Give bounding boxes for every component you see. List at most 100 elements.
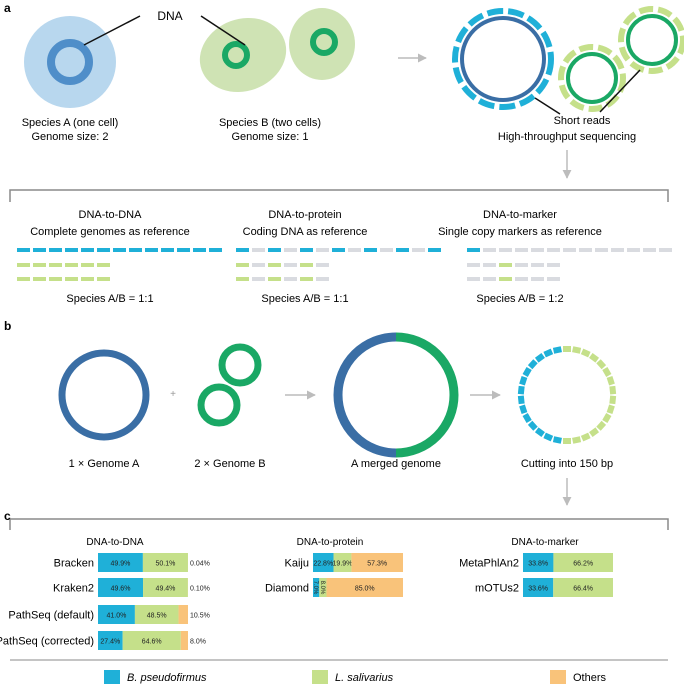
read-segment xyxy=(483,263,496,267)
read-segment xyxy=(316,277,329,281)
read-segment xyxy=(65,263,78,267)
read-segment xyxy=(113,248,126,252)
read-fragment xyxy=(534,427,545,437)
bar-segment xyxy=(553,553,613,572)
method-marker-ratio: Species A/B = 1:2 xyxy=(476,293,563,305)
read-fragment xyxy=(534,353,545,363)
bar-segment xyxy=(180,631,188,650)
bar-segment xyxy=(98,578,144,597)
species-a-cell xyxy=(24,16,116,108)
bar-segment xyxy=(326,578,403,597)
read-segment xyxy=(483,277,496,281)
read-segment xyxy=(81,263,94,267)
read-segment xyxy=(412,248,425,252)
bar-name: PathSeq (default) xyxy=(8,610,94,622)
dna-pointer-lines xyxy=(83,15,246,46)
read-segment xyxy=(428,248,441,252)
bar-name: Kaiju xyxy=(285,558,309,570)
read-segment xyxy=(531,263,544,267)
read-segment xyxy=(49,263,62,267)
read-segment xyxy=(547,263,560,267)
method-protein-title: DNA-to-protein xyxy=(268,209,341,221)
read-segment xyxy=(97,277,110,281)
legend-label-l-salivarius: L. salivarius xyxy=(335,672,394,684)
read-segment xyxy=(33,263,46,267)
read-segment xyxy=(252,263,265,267)
bar-value-label: 0.10% xyxy=(190,586,210,593)
read-alignment-rows xyxy=(17,248,672,281)
read-fragment xyxy=(519,376,528,386)
read-segment xyxy=(33,248,46,252)
read-segment xyxy=(284,263,297,267)
genome-b-rings xyxy=(197,343,262,427)
read-segment xyxy=(467,248,480,252)
bar-value-label: 10.5% xyxy=(190,613,210,620)
read-segment xyxy=(236,277,249,281)
bar-name: PathSeq (corrected) xyxy=(0,636,94,648)
dna-label: DNA xyxy=(157,9,182,23)
read-segment xyxy=(643,248,656,252)
bar-value-label: 85.0% xyxy=(355,586,375,593)
read-segment xyxy=(531,277,544,281)
read-fragment xyxy=(527,420,538,431)
bar-value-label: 50.1% xyxy=(155,561,175,568)
method-marker-subtitle: Single copy markers as reference xyxy=(438,226,602,238)
sequenced-genomes xyxy=(452,6,684,112)
bar-value-label: 49.4% xyxy=(156,586,176,593)
read-fragment xyxy=(609,385,617,395)
read-fragment xyxy=(563,438,571,444)
bar-segment xyxy=(351,553,403,572)
bar-value-label: 7.0% xyxy=(312,581,318,595)
read-segment xyxy=(81,248,94,252)
read-segment xyxy=(499,263,512,267)
read-fragment xyxy=(606,404,615,414)
read-segment xyxy=(268,248,281,252)
bar-segment xyxy=(98,605,135,624)
bar-segment xyxy=(313,578,320,597)
read-segment xyxy=(17,277,30,281)
read-fragment xyxy=(602,367,612,377)
read-fragment xyxy=(522,413,532,423)
bar-segment xyxy=(319,578,327,597)
bar-segment xyxy=(98,631,123,650)
bar-value-label: 41.0% xyxy=(107,613,127,620)
method-dna-ratio: Species A/B = 1:1 xyxy=(66,293,153,305)
read-segment xyxy=(579,248,592,252)
bar-value-label: 33.6% xyxy=(528,586,548,593)
bar-segment xyxy=(313,553,334,572)
read-segment xyxy=(129,248,142,252)
read-segment xyxy=(252,277,265,281)
method-protein-subtitle: Coding DNA as reference xyxy=(243,226,368,238)
short-reads-label: Short reads xyxy=(554,115,611,127)
read-segment xyxy=(467,263,480,267)
read-segment xyxy=(65,277,78,281)
group-marker-title: DNA-to-marker xyxy=(511,537,579,548)
read-segment xyxy=(396,248,409,252)
group-protein-title: DNA-to-protein xyxy=(297,537,364,548)
read-segment xyxy=(515,248,528,252)
panel-b-label: b xyxy=(4,319,11,333)
genome-b-caption: 2 × Genome B xyxy=(194,458,265,470)
read-segment xyxy=(65,248,78,252)
legend-label-others: Others xyxy=(573,672,607,684)
read-segment xyxy=(332,248,345,252)
read-segment xyxy=(316,248,329,252)
bar-segment xyxy=(178,605,188,624)
read-fragment xyxy=(563,346,571,352)
read-fragment xyxy=(596,420,607,431)
read-segment xyxy=(145,248,158,252)
read-segment xyxy=(97,263,110,267)
species-a-genome xyxy=(47,39,93,85)
method-protein-ratio: Species A/B = 1:1 xyxy=(261,293,348,305)
short-reads-pointers xyxy=(534,69,641,115)
bar-value-label: 33.8% xyxy=(528,561,548,568)
read-segment xyxy=(209,248,222,252)
cutting-caption: Cutting into 150 bp xyxy=(521,458,613,470)
read-segment xyxy=(316,263,329,267)
bar-value-label: 0.04% xyxy=(190,561,210,568)
read-segment xyxy=(483,248,496,252)
read-segment xyxy=(17,263,30,267)
panel-a-label: a xyxy=(4,1,11,15)
read-fragment xyxy=(602,413,612,423)
